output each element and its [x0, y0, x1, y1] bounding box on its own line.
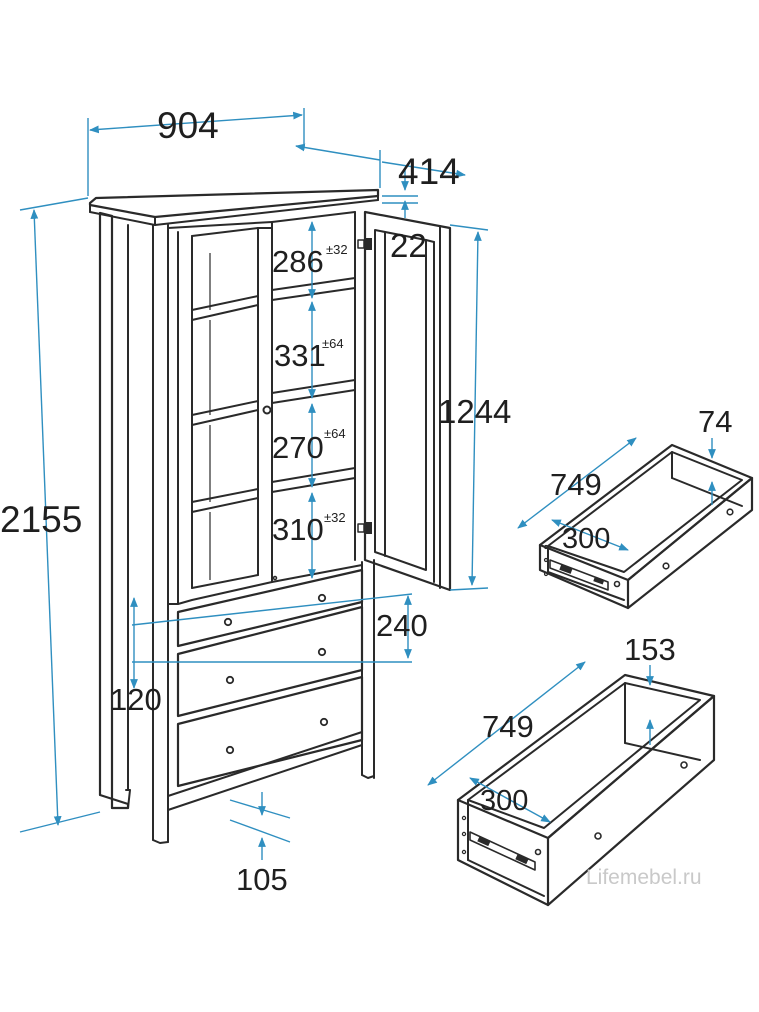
shelf-gap-4-tolerance: ±32	[324, 510, 346, 525]
shelf-gap-4-label: 310	[272, 512, 324, 547]
width-label: 904	[157, 105, 219, 146]
door-height-label: 1244	[438, 393, 511, 430]
cabinet-body	[88, 188, 452, 844]
large-drawer-height-label: 153	[624, 632, 676, 667]
shelf-gap-3-tolerance: ±64	[324, 426, 346, 441]
dimension-labels: 904 414 2155 22 1244 286 ±32 331 ±64 270…	[0, 105, 732, 897]
watermark: Lifemebel.ru	[586, 866, 702, 889]
small-drawer-height-label: 120	[110, 682, 162, 717]
height-label: 2155	[0, 499, 82, 540]
drawer-front-height-label: 240	[376, 608, 428, 643]
small-drawer-dimensions	[517, 437, 716, 551]
shelf-gap-3-label: 270	[272, 430, 324, 465]
small-drawer-height-dim-label: 74	[698, 404, 732, 439]
large-drawer-depth-label: 749	[482, 709, 534, 744]
top-thickness-label: 22	[390, 227, 427, 264]
shelf-gap-2-label: 331	[274, 338, 326, 373]
small-drawer-width-label: 300	[562, 523, 610, 555]
small-drawer-depth-label: 749	[550, 467, 602, 502]
shelf-gap-1-tolerance: ±32	[326, 242, 348, 257]
plinth-height-label: 105	[236, 862, 288, 897]
large-drawer-width-label: 300	[480, 785, 528, 817]
shelf-gap-2-tolerance: ±64	[322, 336, 344, 351]
cabinet-dimensions	[19, 108, 489, 860]
depth-label: 414	[398, 151, 460, 192]
large-drawer-dimensions	[427, 661, 654, 823]
shelf-gap-1-label: 286	[272, 244, 324, 279]
